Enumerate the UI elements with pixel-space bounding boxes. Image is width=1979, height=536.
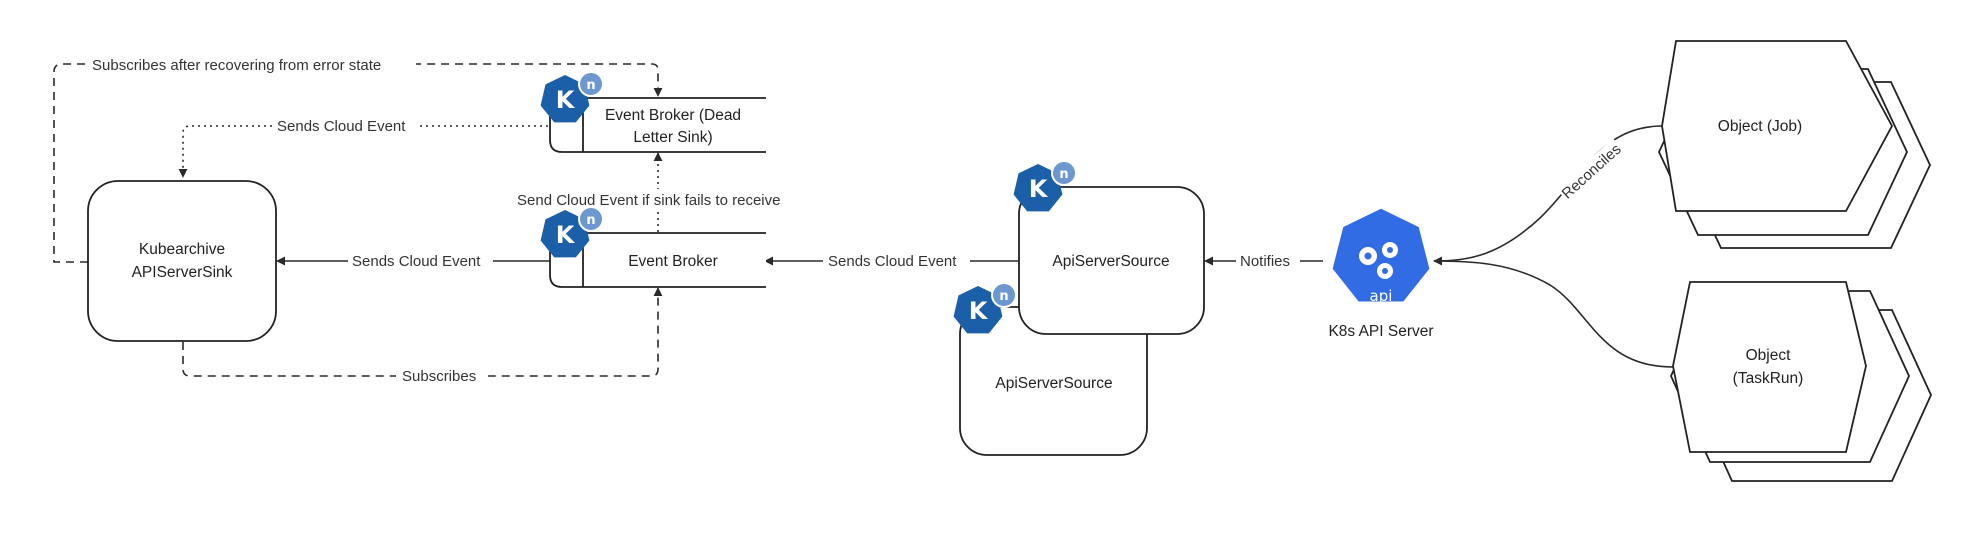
source-front-name: ApiServerSource	[1052, 253, 1169, 270]
svg-text:n: n	[1059, 167, 1068, 182]
resubscribe-edge	[53, 63, 663, 263]
api-badge: api	[1370, 287, 1393, 305]
svg-text:n: n	[999, 289, 1008, 304]
object-job-node[interactable]: Object (Job)	[1658, 40, 1931, 249]
sink-name-line1: Kubearchive	[139, 241, 225, 258]
broker-name: Event Broker	[628, 253, 718, 270]
knative-logo-source-back: K n	[952, 282, 1017, 335]
broker-to-sink-label: Sends Cloud Event	[352, 253, 481, 270]
object-job-name: Object (Job)	[1718, 118, 1802, 135]
reconcile-job-edge	[1433, 125, 1663, 266]
k8s-api-label: K8s API Server	[1328, 323, 1433, 340]
source-to-broker-label: Sends Cloud Event	[828, 253, 957, 270]
object-taskrun-line2: (TaskRun)	[1733, 370, 1804, 387]
knative-logo-dls: K n	[539, 71, 604, 124]
api-notifies-label: Notifies	[1240, 253, 1290, 270]
api-server-source-front-node[interactable]: ApiServerSource	[1018, 186, 1205, 335]
gear-icon	[1359, 242, 1398, 279]
knative-logo-broker: K n	[539, 206, 604, 259]
knative-logo-source-front: K n	[1012, 160, 1077, 213]
event-broker-dls-node[interactable]: Event Broker (Dead Letter Sink)	[549, 97, 766, 153]
broker-to-dls-label: Send Cloud Event if sink fails to receiv…	[517, 192, 780, 209]
source-back-name: ApiServerSource	[995, 375, 1112, 392]
object-taskrun-line1: Object	[1746, 347, 1791, 364]
dls-name-line1: Event Broker (Dead	[605, 107, 741, 124]
svg-text:K: K	[1029, 175, 1049, 203]
svg-text:n: n	[586, 78, 595, 93]
dls-to-sink-label: Sends Cloud Event	[277, 118, 406, 135]
sink-name-line2: APIServerSink	[132, 264, 233, 281]
resubscribe-label: Subscribes after recovering from error s…	[92, 57, 381, 74]
reconciles-label: Reconciles	[1559, 141, 1625, 203]
svg-text:K: K	[556, 221, 576, 249]
event-broker-node[interactable]: Event Broker	[549, 232, 766, 288]
object-taskrun-node[interactable]: Object (TaskRun)	[1670, 281, 1932, 482]
dls-name-line2: Letter Sink)	[633, 129, 712, 146]
svg-text:K: K	[969, 297, 989, 325]
svg-text:n: n	[586, 213, 595, 228]
k8s-api-server-node[interactable]: api K8s API Server	[1328, 205, 1434, 340]
sink-subscribes-label: Subscribes	[402, 368, 476, 385]
reconcile-taskrun-edge	[1433, 260, 1674, 368]
svg-text:K: K	[556, 86, 576, 114]
kubearchive-sink-node[interactable]: Kubearchive APIServerSink	[87, 180, 277, 342]
